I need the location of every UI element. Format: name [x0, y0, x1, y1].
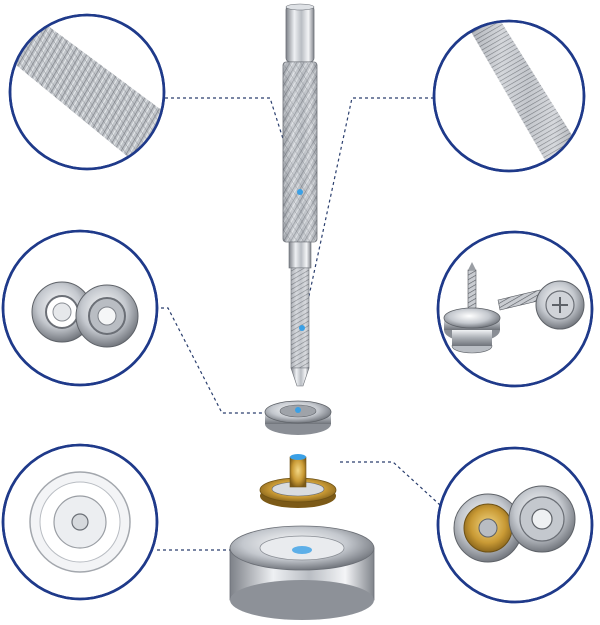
grip-side-closeup	[432, 19, 586, 173]
snap-stud-with-post	[259, 454, 337, 508]
snap-sockets-closeup	[1, 229, 159, 387]
anvil-base	[229, 525, 375, 620]
setting-punch	[282, 3, 318, 387]
knurled-grip	[282, 61, 318, 243]
knurl-texture-closeup	[8, 13, 166, 171]
brass-snap-backs-closeup	[436, 446, 594, 604]
screw-studs-closeup	[436, 230, 594, 388]
flat-washer-closeup	[1, 443, 159, 601]
grip-anchor-dot	[297, 189, 303, 195]
tip-anchor-dot	[299, 325, 305, 331]
snap-cap	[264, 400, 332, 435]
